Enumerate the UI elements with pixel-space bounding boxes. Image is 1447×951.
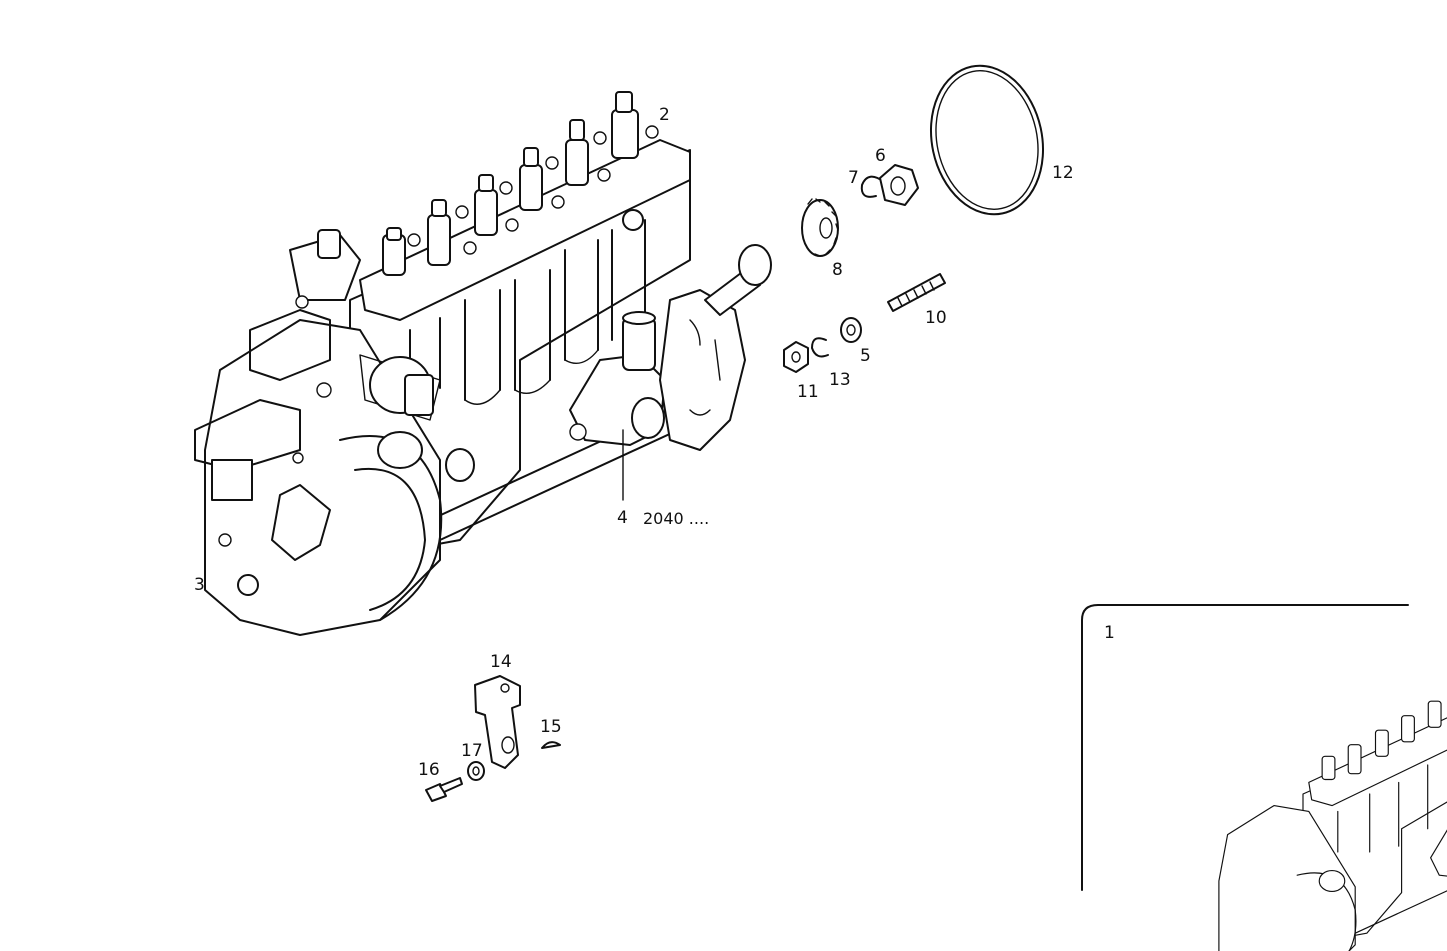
callout-13: 13 <box>829 370 851 390</box>
callout-4: 4 <box>617 508 628 528</box>
feed-pump <box>569 311 666 446</box>
bolt-16 <box>425 777 463 802</box>
callout-2: 2 <box>659 105 670 125</box>
callout-3: 3 <box>194 575 205 595</box>
callout-17: 17 <box>461 741 483 761</box>
callout-14: 14 <box>490 652 512 672</box>
callout-6: 6 <box>875 146 886 166</box>
circlip-7 <box>860 175 885 198</box>
callout-5: 5 <box>860 346 871 366</box>
bracket-14 <box>474 675 521 769</box>
callout-7: 7 <box>848 168 859 188</box>
o-ring-12 <box>929 64 1045 216</box>
washer-5 <box>840 317 862 343</box>
injection-pump-assembly <box>194 91 772 636</box>
woodruff-key-15 <box>541 741 561 749</box>
callout-1: 1 <box>1104 623 1115 643</box>
callout-10: 10 <box>925 308 947 328</box>
lockwasher-13 <box>811 337 829 358</box>
callout-16: 16 <box>418 760 440 780</box>
inset-overview <box>1081 604 1447 951</box>
stud-10 <box>887 273 946 312</box>
delivery-valve-holders <box>382 91 659 276</box>
callout-11: 11 <box>797 382 819 402</box>
note-2040: 2040 .... <box>643 509 709 528</box>
drive-flange <box>659 244 772 451</box>
washer-17 <box>467 761 485 781</box>
callout-15: 15 <box>540 717 562 737</box>
callout-12: 12 <box>1052 163 1074 183</box>
gear-part <box>801 198 839 257</box>
nut-11 <box>783 341 809 373</box>
callout-labels: 1 2 3 4 2040 .... 5 6 7 8 10 11 12 13 14… <box>194 105 1115 780</box>
callout-8: 8 <box>832 260 843 280</box>
nut-6 <box>879 164 919 206</box>
